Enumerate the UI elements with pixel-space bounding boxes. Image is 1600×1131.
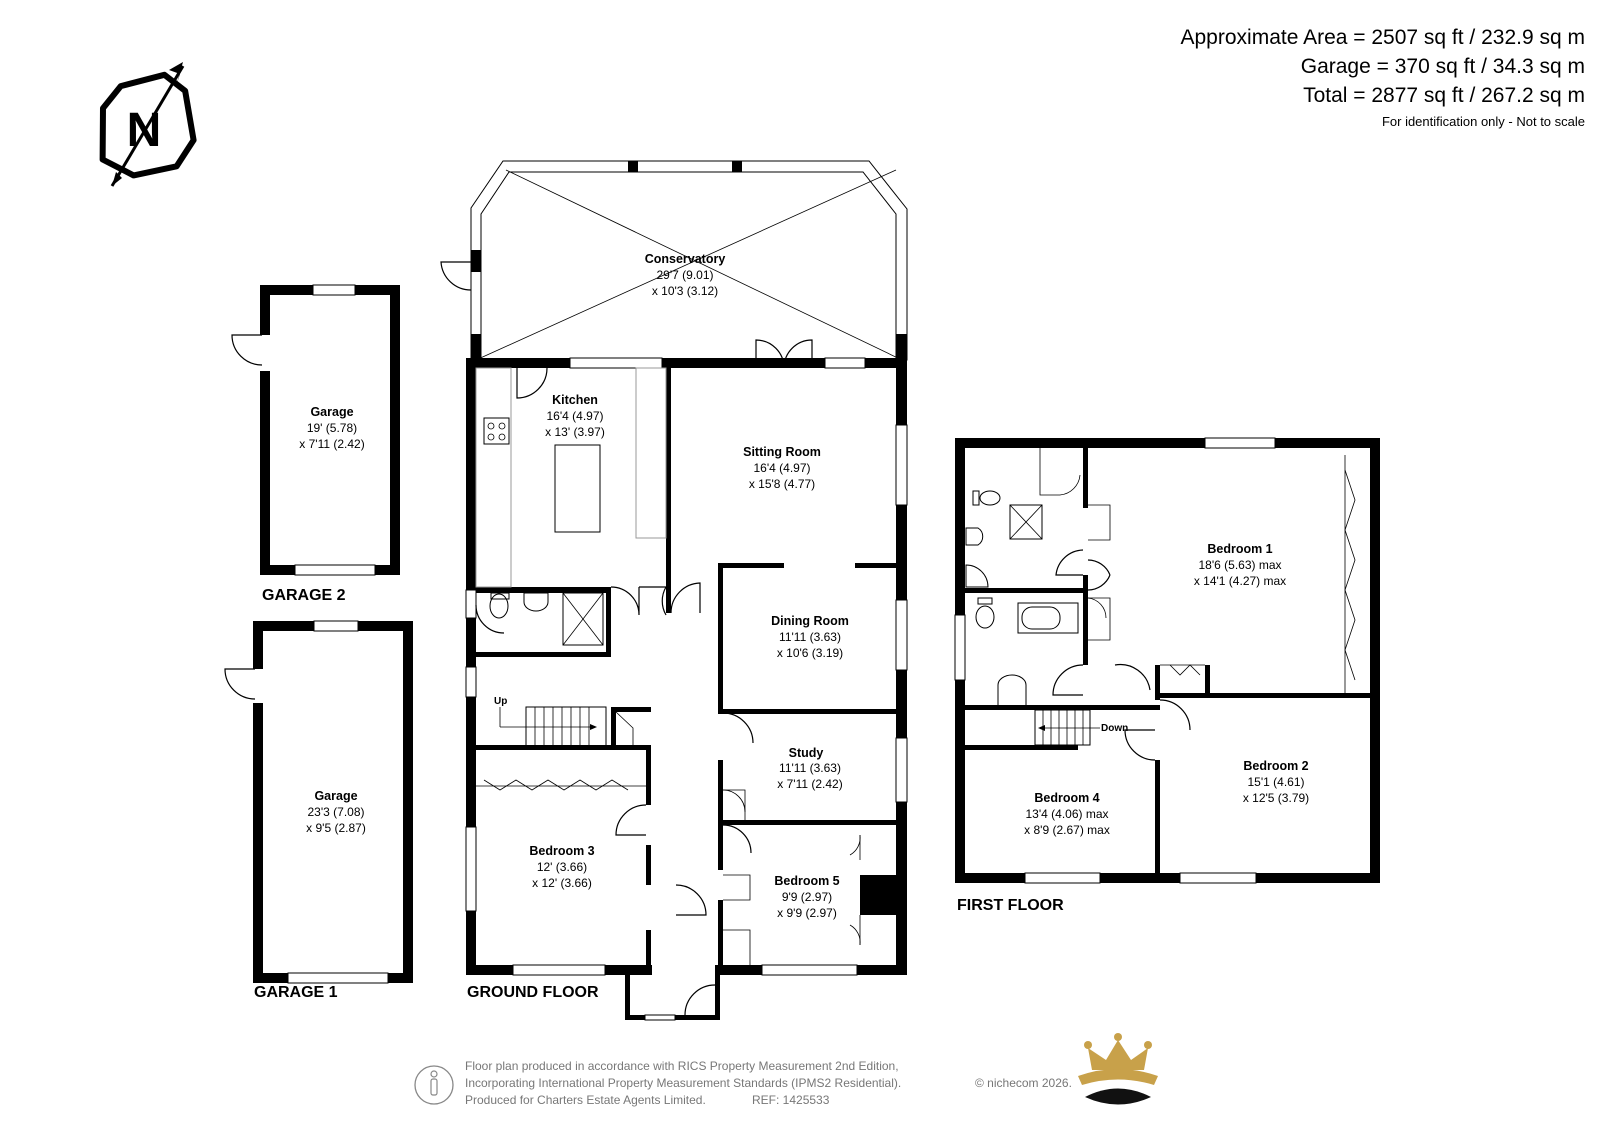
footer-copyright: © nichecom 2026. (975, 1076, 1072, 1090)
room-dim-1: 19' (5.78) (307, 421, 357, 435)
room-dining: Dining Room 11'11 (3.63) x 10'6 (3.19) (771, 614, 849, 660)
crown-logo-icon (1078, 1033, 1158, 1105)
room-name: Bedroom 5 (774, 874, 839, 888)
room-name: Bedroom 4 (1034, 791, 1099, 805)
room-garage-2: Garage 19' (5.78) x 7'11 (2.42) (299, 405, 364, 451)
footer-line-2: Incorporating International Property Mea… (465, 1076, 901, 1090)
room-name: Bedroom 2 (1243, 759, 1308, 773)
room-bedroom-1: Bedroom 1 18'6 (5.63) max x 14'1 (4.27) … (1194, 542, 1286, 588)
room-dim-2: x 7'11 (2.42) (777, 777, 842, 791)
room-name: Sitting Room (743, 445, 821, 459)
garage-1-plan (224, 620, 413, 984)
first-floor-plan (954, 437, 1380, 884)
room-dim-2: x 7'11 (2.42) (299, 437, 364, 451)
room-name: Dining Room (771, 614, 849, 628)
garage-2-plan (231, 284, 400, 576)
room-dim-1: 15'1 (4.61) (1248, 775, 1305, 789)
room-sitting: Sitting Room 16'4 (4.97) x 15'8 (4.77) (743, 445, 821, 491)
room-dim-2: x 12' (3.66) (532, 876, 592, 890)
room-dim-1: 16'4 (4.97) (547, 409, 604, 423)
approximate-area-text: Approximate Area = 2507 sq ft / 232.9 sq… (1181, 26, 1586, 49)
room-bedroom-4: Bedroom 4 13'4 (4.06) max x 8'9 (2.67) m… (1024, 791, 1110, 837)
room-dim-2: x 10'3 (3.12) (652, 284, 718, 298)
room-dim-2: x 15'8 (4.77) (749, 477, 815, 491)
rics-person-icon (414, 1065, 454, 1105)
room-dim-1: 18'6 (5.63) max (1199, 558, 1282, 572)
room-dim-2: x 14'1 (4.27) max (1194, 574, 1286, 588)
room-dim-1: 13'4 (4.06) max (1026, 807, 1109, 821)
footer-line-1: Floor plan produced in accordance with R… (465, 1059, 899, 1073)
room-dim-2: x 13' (3.97) (545, 425, 605, 439)
room-bedroom-3: Bedroom 3 12' (3.66) x 12' (3.66) (529, 844, 594, 890)
compass-letter: N (127, 104, 162, 157)
garage-1-label: GARAGE 1 (254, 984, 338, 1001)
room-dim-2: x 8'9 (2.67) max (1024, 823, 1110, 837)
first-floor-label: FIRST FLOOR (957, 897, 1064, 914)
scale-note: For identification only - Not to scale (1382, 114, 1585, 129)
room-name: Kitchen (552, 393, 598, 407)
room-dim-1: 11'11 (3.63) (779, 630, 841, 644)
room-dim-1: 23'3 (7.08) (308, 805, 365, 819)
room-kitchen: Kitchen 16'4 (4.97) x 13' (3.97) (545, 393, 605, 439)
stairs-up-label: Up (494, 696, 507, 707)
garage-2-label: GARAGE 2 (262, 587, 346, 604)
room-name: Garage (310, 405, 353, 419)
room-name: Garage (314, 789, 357, 803)
room-name: Study (789, 746, 824, 760)
footer-ref: REF: 1425533 (752, 1093, 830, 1107)
room-dim-2: x 9'5 (2.87) (306, 821, 366, 835)
room-name: Conservatory (645, 252, 726, 266)
ground-floor-label: GROUND FLOOR (467, 984, 599, 1001)
room-dim-1: 12' (3.66) (537, 860, 587, 874)
room-bedroom-5: Bedroom 5 9'9 (2.97) x 9'9 (2.97) (774, 874, 839, 920)
north-arrow-icon: N (99, 62, 197, 187)
room-name: Bedroom 1 (1207, 542, 1272, 556)
room-bedroom-2: Bedroom 2 15'1 (4.61) x 12'5 (3.79) (1243, 759, 1309, 805)
room-name: Bedroom 3 (529, 844, 594, 858)
stairs-down-label: Down (1101, 723, 1128, 734)
room-dim-2: x 10'6 (3.19) (777, 646, 843, 660)
garage-area-text: Garage = 370 sq ft / 34.3 sq m (1301, 55, 1585, 78)
total-area-text: Total = 2877 sq ft / 267.2 sq m (1303, 84, 1585, 107)
room-dim-1: 11'11 (3.63) (779, 761, 841, 775)
ground-floor-plan (440, 160, 908, 1021)
room-dim-1: 9'9 (2.97) (782, 890, 832, 904)
room-dim-2: x 9'9 (2.97) (777, 906, 837, 920)
room-dim-1: 29'7 (9.01) (657, 268, 714, 282)
room-dim-2: x 12'5 (3.79) (1243, 791, 1309, 805)
room-garage-1: Garage 23'3 (7.08) x 9'5 (2.87) (306, 789, 366, 835)
room-conservatory: Conservatory 29'7 (9.01) x 10'3 (3.12) (645, 252, 726, 298)
room-study: Study 11'11 (3.63) x 7'11 (2.42) (777, 746, 842, 791)
room-dim-1: 16'4 (4.97) (754, 461, 811, 475)
footer-line-3: Produced for Charters Estate Agents Limi… (465, 1093, 706, 1107)
